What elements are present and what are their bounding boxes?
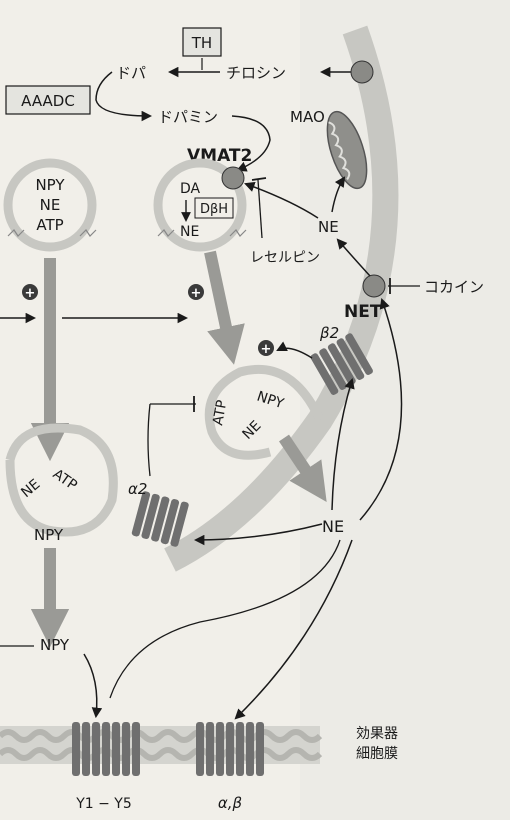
effector-membrane-texture <box>0 729 323 743</box>
alpha2-feedback-curve <box>147 403 151 477</box>
vesicle-left-ne: NE <box>40 196 61 214</box>
y-receptor <box>72 722 140 776</box>
effector-label-line1: 効果器 <box>356 726 398 742</box>
dopamine-to-vmat2-arrow <box>231 115 271 172</box>
vesicle-ne-label: NE <box>180 224 199 240</box>
vesicle-synthesis <box>153 158 247 252</box>
beta2-plus-arrow <box>276 341 313 359</box>
cytoplasm-ne-label: NE <box>318 218 339 236</box>
aaadc-enzyme-box <box>5 85 91 115</box>
ne-to-y-curve <box>109 539 341 699</box>
ne-to-mao-arrow <box>331 176 346 213</box>
ne-to-alpha-beta-arrow <box>234 539 353 720</box>
net-transporter <box>362 274 386 298</box>
vesicle-storage-left <box>3 158 97 252</box>
ne-to-beta2-arrow <box>331 377 355 511</box>
plus-sign-left: + <box>22 284 38 301</box>
vesicle-release-atp: ATP <box>50 466 80 494</box>
vesicle-left-npy: NPY <box>35 176 65 194</box>
vesicle-release-ne: NE <box>18 476 43 501</box>
gray-arrow-middle-down <box>204 250 245 365</box>
cleft-ne-label: NE <box>322 517 344 536</box>
vesicle-fusing-npy: NPY <box>255 389 286 413</box>
ne-to-alpha2-arrow <box>193 523 323 546</box>
svg-text:+: + <box>261 342 272 357</box>
svg-text:+: + <box>25 286 36 301</box>
vesicle-synth-snare <box>157 229 247 237</box>
npy-to-y-receptor-arrow <box>83 653 103 719</box>
alpha2-label: α2 <box>128 480 147 498</box>
vesicle-fusing-ne: NE <box>240 418 265 443</box>
th-enzyme-box <box>182 27 222 57</box>
plus-sign-middle: + <box>188 284 204 301</box>
vesicle-dbh-label: DβH <box>200 202 228 217</box>
tyrosine-label: チロシン <box>226 64 286 82</box>
vesicle-fusing <box>204 364 325 460</box>
effector-membrane <box>0 726 320 764</box>
cleft-npy-label: NPY <box>40 636 70 654</box>
tyrosine-transporter <box>350 60 374 84</box>
vesicle-release <box>5 423 118 537</box>
dopa-label: ドパ <box>116 64 146 82</box>
gray-arrow-release-ne <box>279 434 327 502</box>
vesicle-fusing-atp: ATP <box>210 399 230 427</box>
svg-text:+: + <box>191 286 202 301</box>
vesicle-left-snare <box>7 229 97 237</box>
beta2-label: β2 <box>319 324 339 342</box>
effector-label-line2: 細胞膜 <box>356 746 398 762</box>
net-label: NET <box>344 302 382 322</box>
vmat2-transporter <box>221 166 245 190</box>
mitochondrion <box>326 110 368 190</box>
cocaine-label: コカイン <box>424 278 484 296</box>
ne-reuptake-arrow <box>359 298 403 521</box>
ne-to-vmat2-arrow <box>244 181 319 219</box>
alpha2-receptor <box>131 491 189 547</box>
net-to-cytoplasm-arrow <box>336 238 371 277</box>
th-label: TH <box>191 34 212 52</box>
reserpine-label: レセルピン <box>250 250 320 266</box>
vesicle-left-atp: ATP <box>36 216 63 234</box>
aaadc-label: AAADC <box>21 92 75 110</box>
vesicle-da-label: DA <box>180 181 201 197</box>
beta2-receptor <box>310 333 373 395</box>
mao-label: MAO <box>290 108 325 126</box>
alpha-beta-receptor <box>196 722 264 776</box>
vesicle-release-npy: NPY <box>34 526 64 544</box>
reserpine-inhibition-bar <box>251 177 267 181</box>
plus-sign-beta2: + <box>258 340 274 357</box>
alpha-beta-label: α,β <box>218 794 243 812</box>
dopa-to-dopamine-arrow <box>95 71 153 122</box>
y-receptor-label: Y1 − Y5 <box>75 796 132 812</box>
reserpine-inhibition-line <box>257 179 263 239</box>
dopamine-label: ドパミン <box>158 108 218 126</box>
dbh-box <box>194 197 234 219</box>
effector-membrane-texture <box>0 747 323 761</box>
